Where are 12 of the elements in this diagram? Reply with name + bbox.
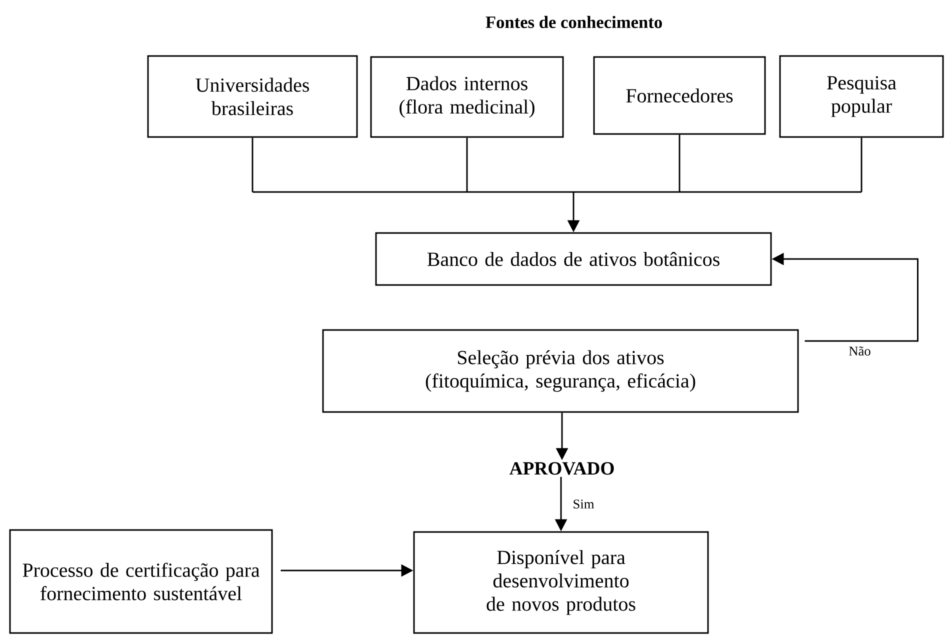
process-box: Pesquisa popular [779, 55, 944, 138]
process-box: Processo de certificação para fornecimento sustentável [9, 529, 273, 634]
process-box: Banco de dados de ativos botânicos [375, 232, 772, 286]
process-box: Universidades brasileiras [147, 55, 358, 138]
edge-label: Sim [571, 498, 596, 510]
edge-label: Não [847, 345, 872, 357]
title: Fontes de conhecimento [486, 16, 662, 28]
process-box: Disponível para desenvolvimento de novos produtos [413, 531, 709, 634]
process-box: Seleção prévia dos ativos (fitoquímica, segurança, eficácia) [322, 329, 799, 413]
decision-label: APROVADO [509, 462, 614, 475]
process-box: Fornecedores [593, 56, 766, 135]
process-box: Dados internos (flora medicinal) [370, 56, 564, 138]
